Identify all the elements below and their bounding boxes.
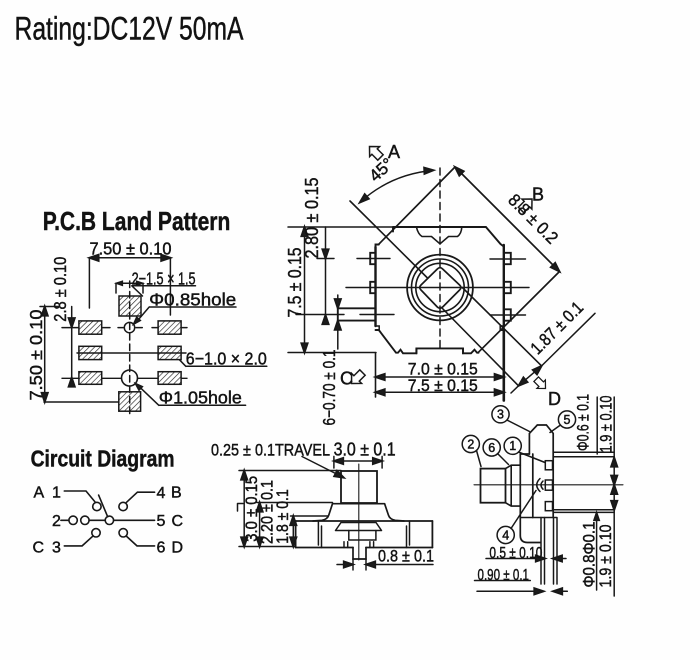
svg-text:A: A bbox=[388, 142, 400, 162]
svg-text:6−0.70 ± 0.1: 6−0.70 ± 0.1 bbox=[319, 350, 339, 426]
svg-text:3.0 ± 0.1: 3.0 ± 0.1 bbox=[334, 440, 396, 460]
svg-text:7.50 ± 0.10: 7.50 ± 0.10 bbox=[26, 309, 46, 400]
svg-text:1.9 ± 0.10: 1.9 ± 0.10 bbox=[597, 396, 616, 453]
svg-text:2.8 ± 0.10: 2.8 ± 0.10 bbox=[50, 256, 70, 321]
svg-text:0.5 ± 0.10: 0.5 ± 0.10 bbox=[489, 545, 542, 562]
svg-text:5: 5 bbox=[564, 413, 571, 427]
svg-text:3: 3 bbox=[52, 540, 61, 557]
svg-text:7.5 ± 0.15: 7.5 ± 0.15 bbox=[285, 248, 305, 318]
svg-text:2: 2 bbox=[467, 437, 474, 451]
svg-text:A: A bbox=[34, 485, 45, 502]
svg-text:2: 2 bbox=[52, 513, 61, 530]
svg-text:0.25 ± 0.1TRAVEL: 0.25 ± 0.1TRAVEL bbox=[211, 440, 330, 459]
svg-text:1: 1 bbox=[52, 485, 61, 502]
svg-text:Rating:DC12V 50mA: Rating:DC12V 50mA bbox=[15, 11, 245, 47]
svg-text:1.87 ± 0.1: 1.87 ± 0.1 bbox=[526, 297, 587, 358]
svg-text:3.0 ± 0.15: 3.0 ± 0.15 bbox=[242, 476, 261, 542]
svg-text:C: C bbox=[33, 540, 45, 557]
svg-text:1.9 ± 0.10: 1.9 ± 0.10 bbox=[596, 525, 615, 588]
svg-text:P.C.B Land Pattern: P.C.B Land Pattern bbox=[43, 206, 231, 236]
svg-text:Φ0.8Φ0.1: Φ0.8Φ0.1 bbox=[580, 522, 599, 588]
svg-text:Φ0.6 ± 0.1: Φ0.6 ± 0.1 bbox=[573, 394, 592, 451]
svg-text:2−1.5 × 1.5: 2−1.5 × 1.5 bbox=[132, 269, 196, 289]
svg-text:1: 1 bbox=[509, 439, 516, 453]
svg-text:Φ1.05hole: Φ1.05hole bbox=[159, 388, 242, 408]
svg-text:1.8 ± 0.1: 1.8 ± 0.1 bbox=[273, 489, 292, 544]
svg-text:0.90 ± 0.1: 0.90 ± 0.1 bbox=[478, 567, 530, 584]
svg-text:4: 4 bbox=[502, 528, 509, 542]
svg-text:Circuit Diagram: Circuit Diagram bbox=[31, 446, 175, 472]
svg-text:7.50 ± 0.10: 7.50 ± 0.10 bbox=[90, 239, 172, 259]
svg-text:B: B bbox=[532, 185, 544, 205]
svg-text:6: 6 bbox=[488, 441, 495, 455]
svg-text:C: C bbox=[172, 513, 184, 530]
svg-text:2.80 ± 0.15: 2.80 ± 0.15 bbox=[302, 178, 322, 259]
svg-text:5: 5 bbox=[157, 513, 166, 530]
svg-text:6−1.0 × 2.0: 6−1.0 × 2.0 bbox=[186, 349, 267, 369]
svg-text:7.5 ± 0.15: 7.5 ± 0.15 bbox=[408, 376, 478, 395]
svg-text:Φ0.85hole: Φ0.85hole bbox=[149, 290, 236, 310]
svg-text:D: D bbox=[548, 389, 561, 409]
svg-text:B: B bbox=[171, 485, 182, 502]
svg-text:4: 4 bbox=[157, 485, 166, 502]
svg-text:D: D bbox=[172, 540, 184, 557]
svg-text:2.20 ± 0.1: 2.20 ± 0.1 bbox=[258, 480, 277, 544]
svg-text:3: 3 bbox=[497, 408, 504, 422]
svg-text:0.8 ± 0.1: 0.8 ± 0.1 bbox=[378, 547, 434, 566]
svg-text:6: 6 bbox=[157, 540, 166, 557]
svg-text:7.0 ± 0.15: 7.0 ± 0.15 bbox=[408, 360, 478, 379]
svg-text:C: C bbox=[340, 369, 353, 389]
